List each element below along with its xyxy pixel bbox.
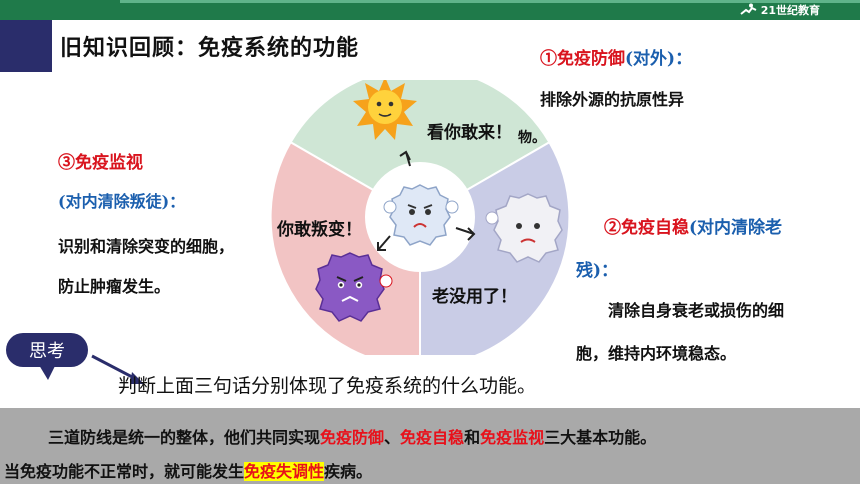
summary-l1-d: 三大基本功能。: [544, 428, 657, 447]
homeostasis-heading-label: ②免疫自稳: [604, 218, 689, 238]
function-defense-heading: ①免疫防御(对外)：: [540, 44, 692, 69]
immune-function-wheel: [269, 80, 571, 355]
summary-line-1: 三道防线是统一的整体，他们共同实现免疫防御、免疫自稳和免疫监视三大基本功能。: [48, 424, 656, 448]
sector-top-defense: [289, 80, 551, 219]
summary-band: [0, 408, 860, 484]
summary-l1-b: 、: [384, 428, 401, 447]
logo: 21世纪教育: [739, 2, 820, 18]
function-surveillance-heading: ③免疫监视: [58, 153, 143, 173]
top-bar: [0, 0, 860, 20]
arrow-up-icon: [399, 150, 411, 167]
function-surveillance-desc-2: 防止肿瘤发生。: [58, 277, 171, 296]
aging-cell-icon: [485, 193, 563, 263]
function-homeostasis-desc-1: 清除自身衰老或损伤的细: [608, 301, 785, 320]
think-bubble-tail-icon: [36, 360, 58, 380]
summary-l2-dysregulation: 免疫失调性: [244, 462, 325, 481]
summary-l1-defense: 免疫防御: [320, 428, 385, 447]
function-surveillance-desc-1: 识别和清除突变的细胞，: [58, 237, 235, 256]
immune-cell-center-icon: [383, 184, 459, 246]
summary-l1-c: 和: [464, 428, 481, 447]
function-homeostasis-heading: ②免疫自稳(对内清除老: [604, 213, 782, 238]
speech-surveillance: 你敢叛变！: [277, 220, 362, 240]
summary-l1-surveillance: 免疫监视: [480, 428, 545, 447]
summary-l1-homeostasis: 免疫自稳: [400, 428, 465, 447]
runner-logo-icon: [740, 3, 757, 15]
defense-heading-label: ①免疫防御: [540, 49, 625, 69]
speech-defense: 看你敢来！: [427, 123, 512, 143]
function-surveillance-subheading: (对内清除叛徒)：: [58, 192, 186, 211]
logo-text: 21世纪教育: [760, 4, 820, 17]
question-text: 判断上面三句话分别体现了免疫系统的什么功能。: [118, 375, 537, 397]
sun-pathogen-icon: [353, 80, 417, 140]
speech-homeostasis: 老没用了！: [432, 287, 517, 307]
arrow-right-icon: [455, 227, 476, 241]
function-homeostasis-desc-2: 胞，维持内环境稳态。: [576, 344, 737, 363]
arrow-left-down-icon: [377, 235, 391, 251]
left-accent-block: [0, 20, 52, 72]
defense-heading-suffix: (对外)：: [625, 49, 693, 69]
page-title: 旧知识回顾：免疫系统的功能: [60, 36, 360, 61]
summary-l1-a: 三道防线是统一的整体，他们共同实现: [48, 428, 321, 447]
action-arrows: [377, 150, 476, 251]
summary-l2-b: 疾病。: [324, 462, 373, 481]
function-defense-desc: 排除外源的抗原性异: [540, 90, 685, 109]
homeostasis-heading-cont: 残)：: [576, 261, 619, 281]
speech-defense-tail: 物。: [518, 130, 546, 146]
wheel-sectors: [269, 80, 571, 355]
top-bar-accent: [120, 0, 860, 3]
pointer-arrow-icon: [91, 354, 144, 384]
summary-l2-a: 当免疫功能不正常时，就可能发生: [4, 462, 245, 481]
homeostasis-heading-suffix: (对内清除老: [689, 218, 783, 238]
summary-line-2: 当免疫功能不正常时，就可能发生免疫失调性疾病。: [4, 458, 372, 482]
tumor-cell-icon: [315, 252, 393, 322]
